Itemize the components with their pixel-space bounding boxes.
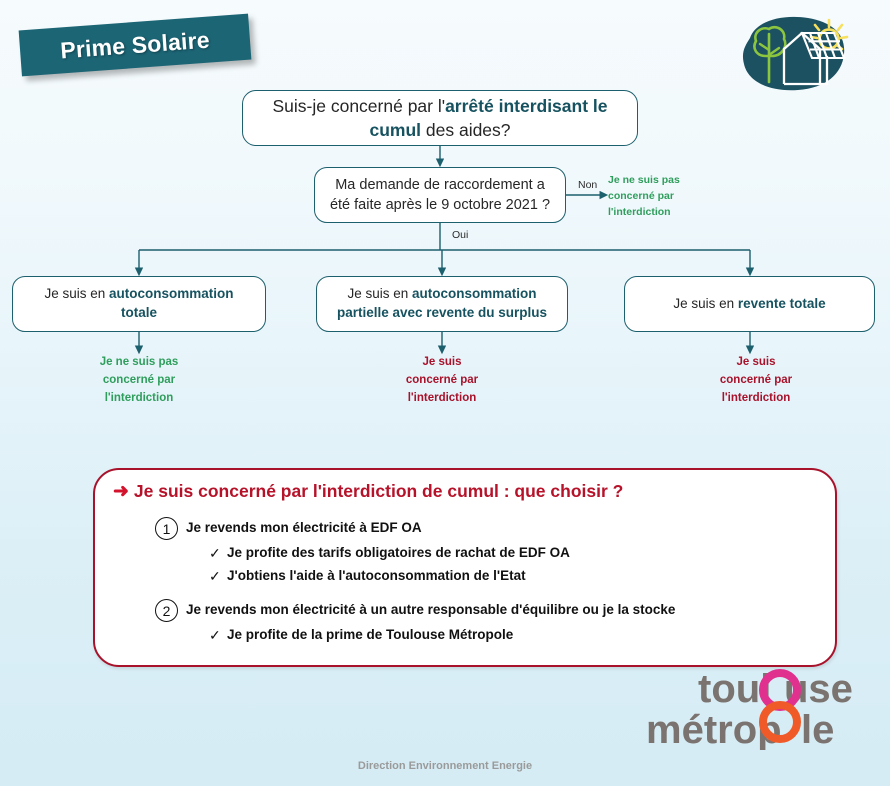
choices-panel: ➜Je suis concerné par l'interdiction de …: [93, 468, 837, 667]
list-subitem: ✓ Je profite des tarifs obligatoires de …: [209, 545, 821, 563]
svg-text:le: le: [801, 708, 834, 750]
arrow-right-icon: ➜: [113, 481, 129, 502]
check-icon: ✓: [209, 567, 221, 584]
option-box-revente-totale: Je suis en revente totale: [624, 276, 875, 332]
outcome-autoconsommation-totale: Je ne suis pas concerné par l'interdicti…: [99, 356, 179, 404]
edge-label-non: Non: [578, 179, 598, 191]
outcome-revente-totale: Je suis concerné par l'interdiction: [719, 356, 793, 404]
list-subitem: ✓ Je profite de la prime de Toulouse Mét…: [209, 627, 821, 645]
footer-text: Direction Environnement Energie: [357, 760, 533, 772]
q2-text: Ma demande de raccordement a été faite a…: [329, 177, 551, 213]
opt1-bold: autoconsommation totale: [109, 286, 234, 320]
list-item-title: Je revends mon électricité à EDF OA: [186, 520, 422, 535]
circled-number-1: 1: [155, 517, 178, 540]
toulouse-metropole-logo: toul use métrop le: [646, 664, 868, 752]
banner-title: Prime Solaire: [59, 26, 211, 63]
opt2-plain: Je suis en: [347, 286, 413, 302]
check-icon: ✓: [209, 627, 221, 643]
panel-body: 1 Je revends mon électricité à EDF OA ✓ …: [155, 517, 821, 645]
edge-label-oui: Oui: [452, 229, 469, 241]
circled-number-2: 2: [155, 599, 178, 622]
check-icon: ✓: [209, 545, 221, 561]
opt3-bold: revente totale: [737, 295, 826, 311]
option-box-autoconsommation-partielle: Je suis en autoconsommation partielle av…: [316, 276, 568, 332]
opt3-plain: Je suis en: [673, 295, 738, 311]
q1-text-part1: Suis-je concerné par l': [272, 95, 446, 116]
outcome-non-branch: Je ne suis pas concerné par l'interdicti…: [608, 174, 680, 218]
list-subitem-text: Je profite des tarifs obligatoires de ra…: [227, 545, 570, 560]
list-subitem: ✓ J'obtiens l'aide à l'autoconsommation …: [209, 568, 821, 586]
opt2-bold: autoconsommation partielle avec revente …: [336, 286, 548, 320]
list-item-title: Je revends mon électricité à un autre re…: [186, 602, 676, 617]
outcome-autoconsommation-partielle: Je suis concerné par l'interdiction: [405, 356, 479, 404]
option-box-autoconsommation-totale: Je suis en autoconsommation totale: [12, 276, 266, 332]
list-subitem-text: J'obtiens l'aide à l'autoconsommation de…: [227, 567, 526, 583]
panel-heading-text: Je suis concerné par l'interdiction de c…: [133, 481, 624, 501]
tm-logo-line2: métrop: [646, 708, 782, 750]
list-item: 1 Je revends mon électricité à EDF OA: [155, 517, 821, 540]
solar-house-logo-icon: [722, 8, 862, 100]
q1-text-bold: arrêté interdisant le cumul: [369, 95, 608, 140]
list-item: 2 Je revends mon électricité à un autre …: [155, 599, 821, 622]
q1-text-part2: des aides?: [421, 120, 511, 140]
question-box-arrete-cumul: Suis-je concerné par l'arrêté interdisan…: [242, 90, 638, 146]
spacer: [155, 585, 821, 599]
opt1-plain: Je suis en: [44, 286, 110, 302]
list-subitem-text: Je profite de la prime de Toulouse Métro…: [227, 627, 514, 642]
prime-solaire-banner: Prime Solaire: [18, 13, 252, 77]
panel-heading: ➜Je suis concerné par l'interdiction de …: [113, 480, 623, 503]
question-box-date-raccordement: Ma demande de raccordement a été faite a…: [314, 167, 566, 223]
